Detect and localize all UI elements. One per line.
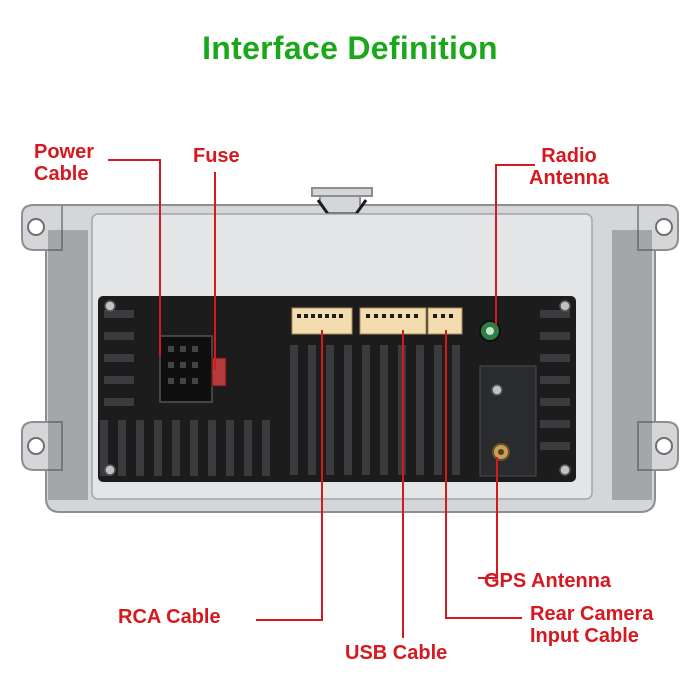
screw-heads [104, 300, 571, 476]
leader-power [108, 159, 161, 355]
label-radio-line1: Radio [541, 145, 597, 167]
leader-gps [478, 457, 498, 579]
label-gps-antenna: GPS Antenna [484, 570, 612, 592]
label-camera-line1: Rear Camera [530, 603, 654, 625]
label-fuse: Fuse [193, 145, 240, 167]
leader-lines [108, 159, 535, 638]
power-connector [159, 335, 213, 403]
label-power-line2: Cable [34, 163, 89, 185]
right-edge-band [612, 230, 652, 500]
diagram-title: Interface Definition [202, 30, 498, 66]
usb-connector [359, 307, 427, 335]
power-connector-pins [168, 346, 198, 384]
green-antenna-jack-icon [479, 320, 501, 342]
mounting-holes [27, 218, 673, 455]
label-rca-cable: RCA Cable [118, 606, 221, 628]
leader-radio [495, 164, 535, 325]
label-power-cable: Power Cable [34, 141, 94, 185]
label-rear-camera: Rear Camera Input Cable [530, 603, 653, 647]
camera-connector [427, 307, 463, 335]
leader-camera [445, 330, 522, 619]
left-edge-band [48, 230, 88, 500]
leader-rca [256, 330, 323, 621]
rca-connector [291, 307, 353, 335]
label-usb-cable: USB Cable [345, 642, 448, 664]
label-power-line1: Power [34, 141, 95, 163]
gps-plate [479, 365, 537, 477]
gold-sma-jack-icon [492, 443, 510, 461]
label-camera-line2: Input Cable [530, 625, 639, 647]
label-radio-antenna: Radio Antenna [529, 145, 609, 189]
label-radio-line2: Antenna [529, 167, 609, 189]
